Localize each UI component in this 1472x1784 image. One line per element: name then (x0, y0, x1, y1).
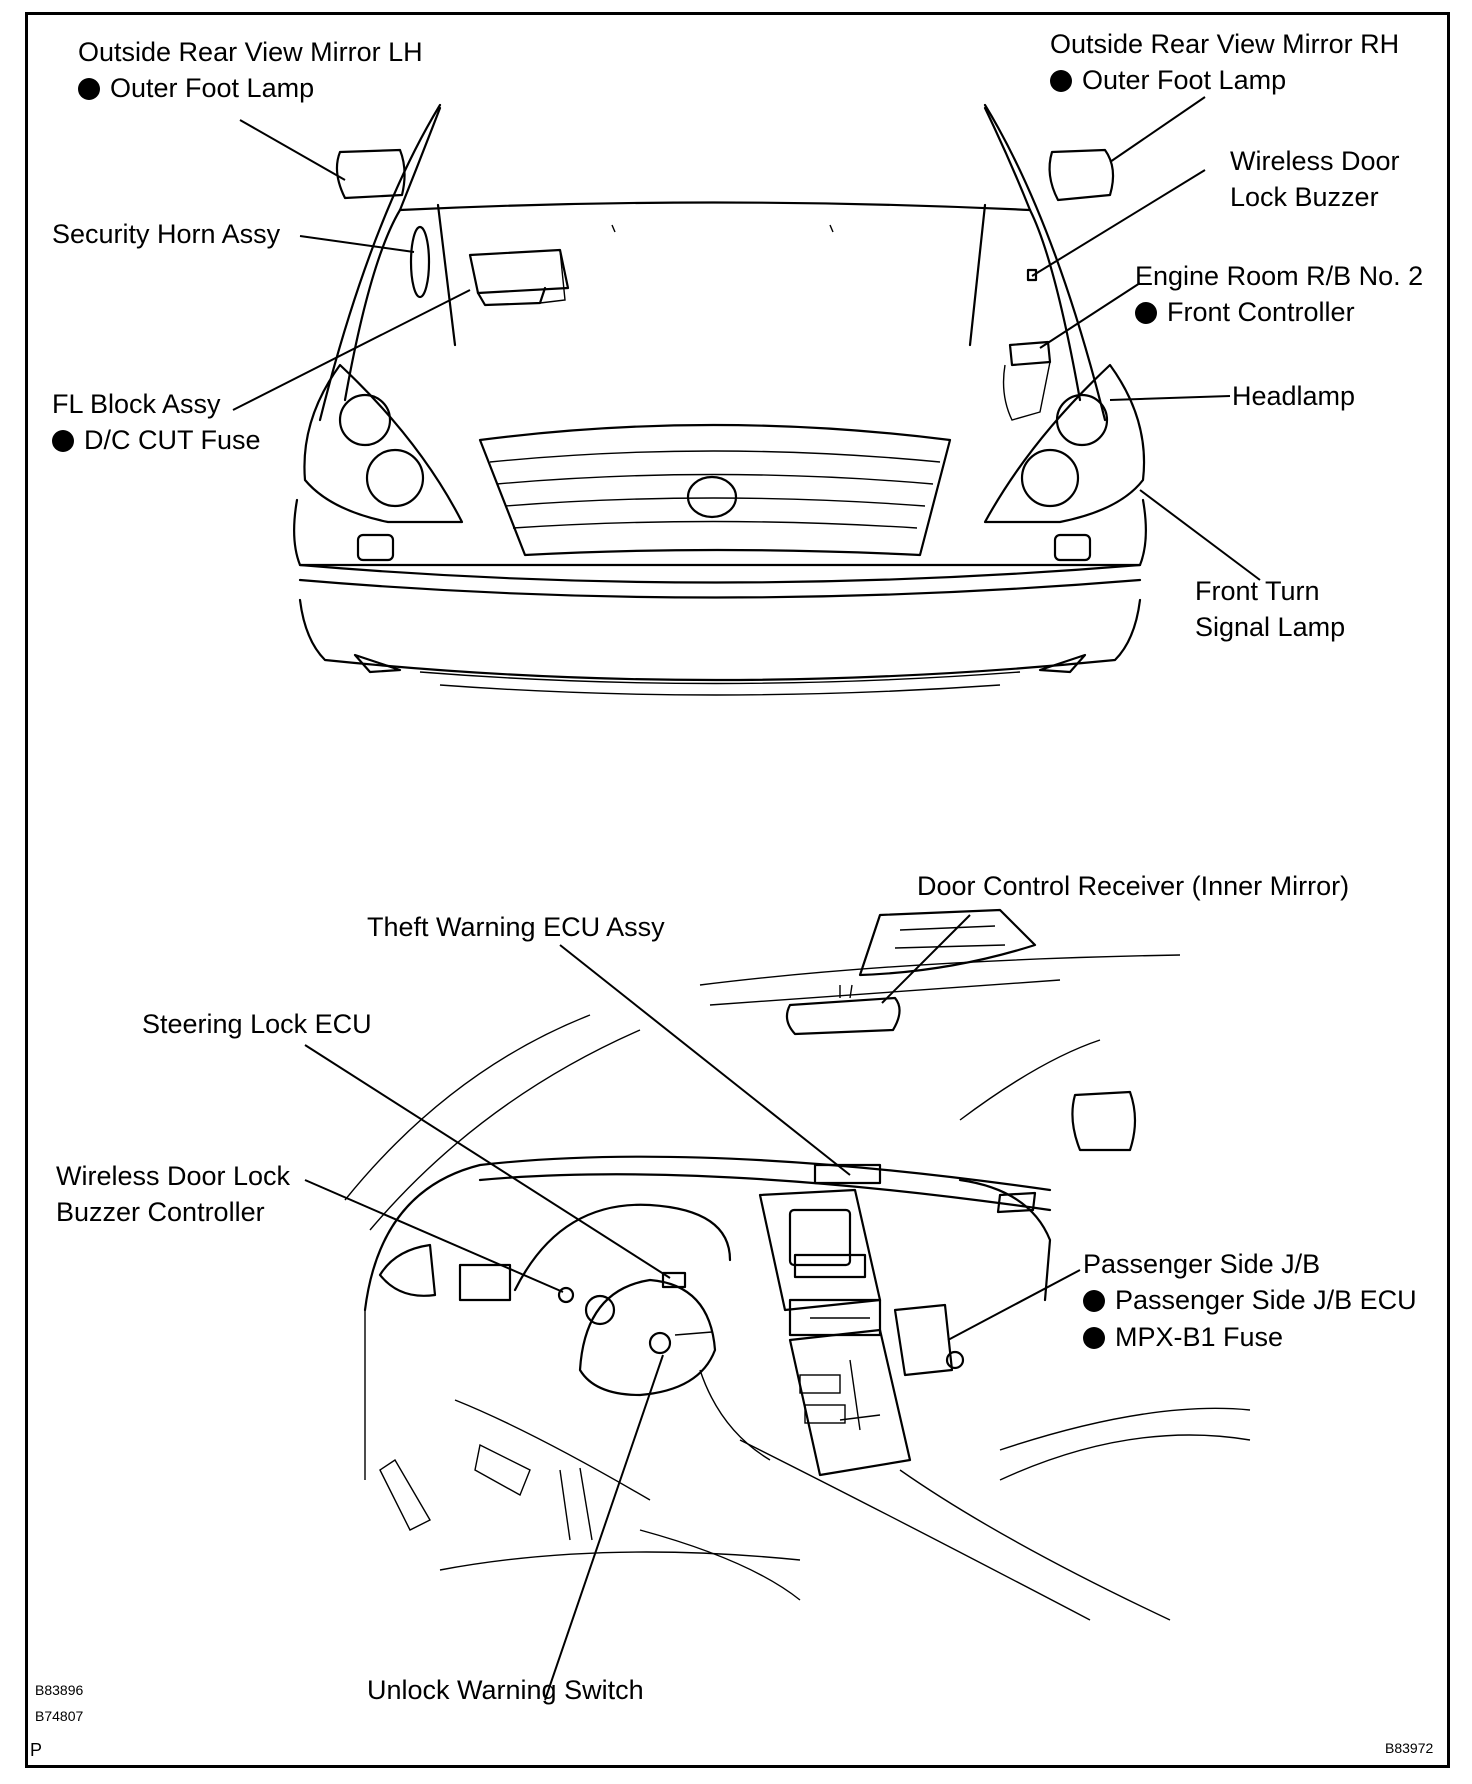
grille-shape (478, 423, 952, 557)
leader-lines (232, 96, 1261, 1701)
page-letter: P (30, 1740, 43, 1760)
label-mirror-lh-sub-text: Outer Foot Lamp (110, 73, 315, 103)
label-mirror-lh-sub: Outer Foot Lamp (78, 70, 314, 106)
label-theft-ecu: Theft Warning ECU Assy (367, 912, 665, 942)
label-fl-block: FL Block Assy (52, 389, 221, 419)
label-fl-block-sub-text: D/C CUT Fuse (84, 425, 261, 455)
label-wireless-buzzer-2: Lock Buzzer (1230, 182, 1379, 212)
mirror-lh-shape (335, 148, 406, 200)
label-mirror-rh-sub: Outer Foot Lamp (1050, 62, 1286, 98)
label-engine-rb: Engine Room R/B No. 2 (1135, 261, 1424, 291)
label-mirror-rh: Outside Rear View Mirror RH (1050, 29, 1400, 59)
bullet-icon (1083, 1290, 1105, 1312)
car-front-drawing (293, 103, 1147, 696)
diagram-frame (25, 12, 1450, 1768)
label-turn-signal-2: Signal Lamp (1195, 612, 1346, 642)
label-steering-lock: Steering Lock ECU (142, 1009, 372, 1039)
label-turn-signal-1: Front Turn (1195, 576, 1320, 606)
label-mpx-fuse-text: MPX-B1 Fuse (1115, 1322, 1284, 1352)
label-passenger-jb: Passenger Side J/B (1083, 1249, 1321, 1279)
emblem-shape (686, 475, 738, 519)
label-buzzer-ctrl-2: Buzzer Controller (56, 1197, 265, 1227)
unlock-switch-shape (648, 1331, 672, 1355)
label-passenger-jb-ecu: Passenger Side J/B ECU (1083, 1282, 1417, 1318)
label-buzzer-ctrl-1: Wireless Door Lock (56, 1161, 291, 1191)
label-door-receiver: Door Control Receiver (Inner Mirror) (917, 871, 1350, 901)
label-fl-block-sub: D/C CUT Fuse (52, 422, 261, 458)
label-headlamp: Headlamp (1232, 381, 1356, 411)
steering-lock-ecu-shape (661, 1271, 687, 1289)
headlamp-rh-shape (983, 363, 1146, 524)
label-wireless-buzzer-1: Wireless Door (1230, 146, 1400, 176)
label-engine-rb-sub-text: Front Controller (1167, 297, 1355, 327)
label-mpx-fuse: MPX-B1 Fuse (1083, 1319, 1283, 1355)
bullet-icon (52, 430, 74, 452)
label-security-horn: Security Horn Assy (52, 219, 281, 249)
figure-code-right: B83972 (1385, 1740, 1434, 1756)
label-engine-rb-sub: Front Controller (1135, 294, 1355, 330)
passenger-jb-shape (893, 1303, 954, 1377)
wireless-buzzer-shape (1026, 268, 1038, 282)
bullet-icon (78, 78, 100, 100)
bullet-icon (1050, 70, 1072, 92)
buzzer-controller-shape (557, 1286, 575, 1304)
inner-mirror-shape (785, 996, 901, 1036)
label-mirror-lh: Outside Rear View Mirror LH (78, 37, 423, 67)
mirror-rh-shape (1048, 148, 1115, 202)
theft-ecu-shape (813, 1163, 882, 1185)
label-passenger-jb-ecu-text: Passenger Side J/B ECU (1115, 1285, 1417, 1315)
figure-code-1: B83896 (35, 1682, 84, 1698)
bullet-icon (1083, 1327, 1105, 1349)
label-unlock-switch: Unlock Warning Switch (367, 1675, 644, 1705)
label-mirror-rh-sub-text: Outer Foot Lamp (1082, 65, 1287, 95)
headlamp-lh-shape (303, 363, 464, 524)
bullet-icon (1135, 302, 1157, 324)
security-horn-shape (409, 225, 431, 299)
fl-block-shape (468, 248, 570, 295)
figure-code-2: B74807 (35, 1708, 84, 1724)
